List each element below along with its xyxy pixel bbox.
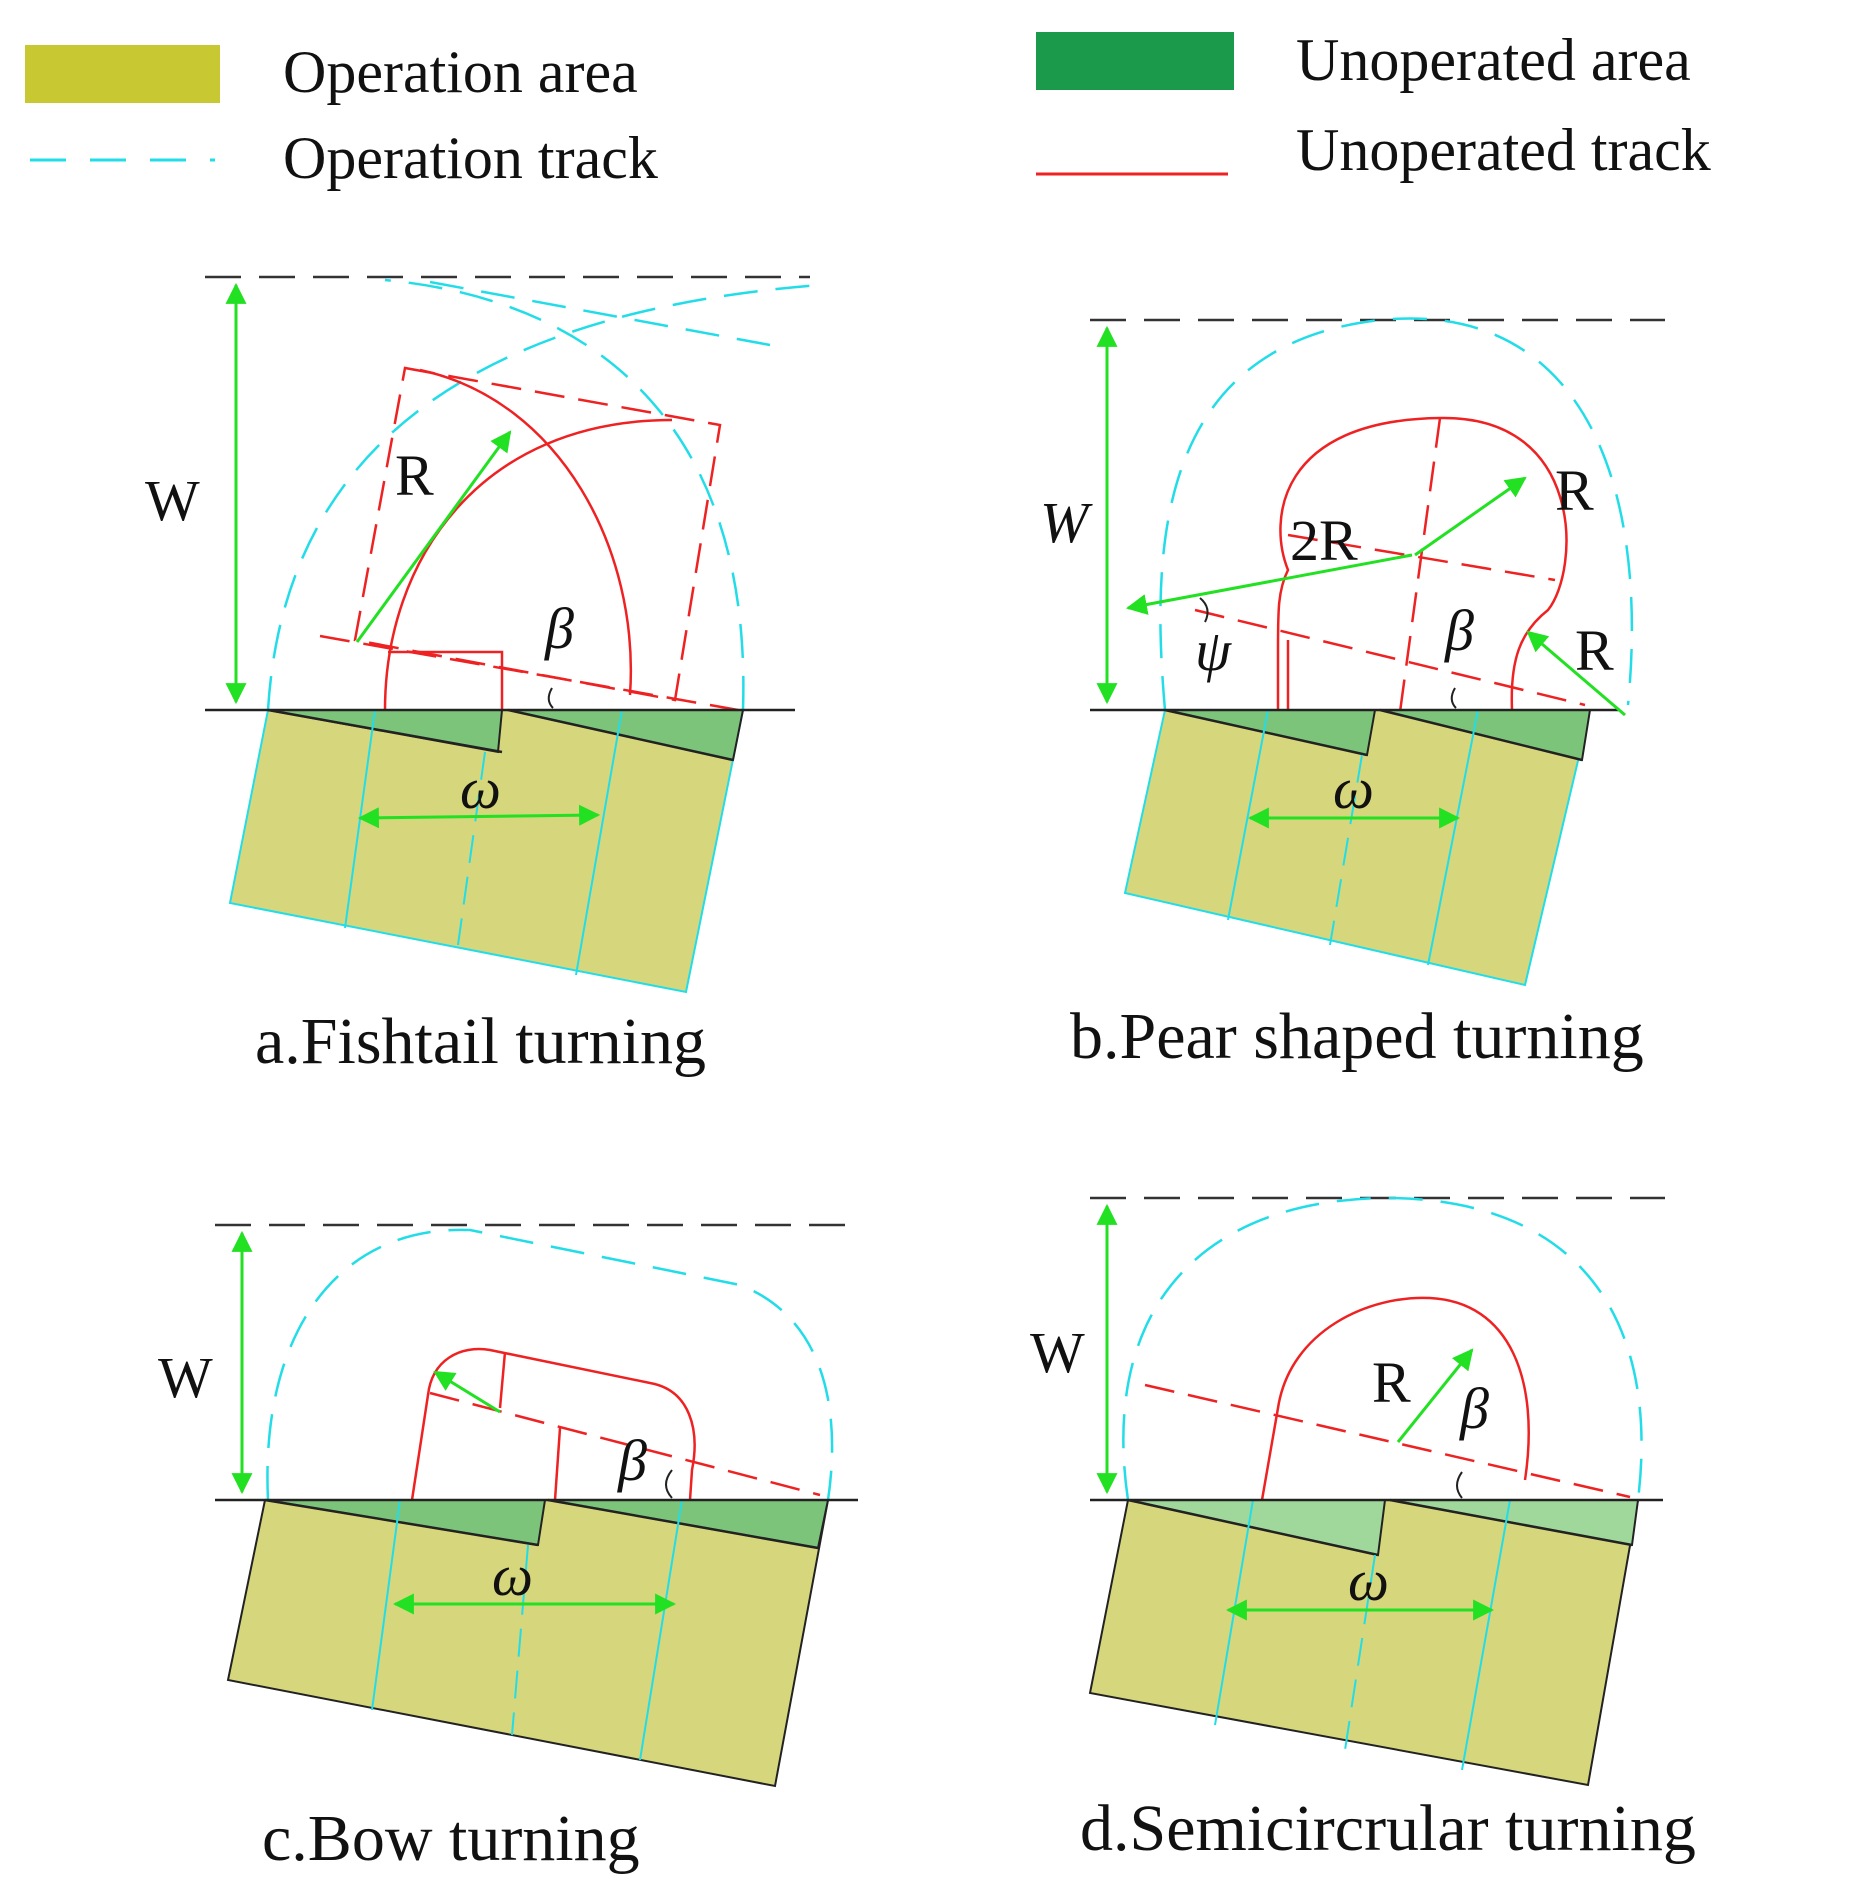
spacing-label: ω [492, 1543, 533, 1608]
angle-mark [1456, 1471, 1463, 1499]
operation-track-centre [511, 1544, 529, 1736]
angle-label: β [1459, 1376, 1489, 1441]
width-label: W [158, 1345, 213, 1410]
double-radius-arrow [1125, 553, 1413, 615]
width-label: W [145, 468, 200, 533]
operation-track-exit [429, 280, 771, 347]
radius-arrow [433, 1370, 501, 1414]
operation-track-strip [1427, 709, 1479, 966]
unoperated-track-turn [419, 368, 633, 696]
radius-label-side: R [1575, 618, 1614, 683]
radius-arrow [355, 430, 512, 643]
field-edge [1164, 708, 1368, 757]
unoperated-track-axis [1398, 417, 1442, 713]
operation-track-centre [1329, 754, 1363, 946]
operation-track-arc [266, 283, 821, 711]
field-edge [507, 708, 734, 762]
operation-track-strip [575, 709, 623, 976]
psi-label: ψ [1195, 618, 1232, 683]
operation-track-arc [384, 278, 745, 711]
side-radius-arrow [1526, 630, 1626, 717]
unoperated-track-headland [319, 634, 739, 712]
unoperated-track-bow [410, 1347, 696, 1501]
radius-label: R [395, 443, 434, 508]
spacing-label: ω [460, 756, 501, 821]
angle-label: β [544, 596, 574, 661]
width-label: W [1030, 1320, 1085, 1385]
legend-unoperated-area-swatch [1036, 32, 1234, 90]
field-edge [264, 1498, 539, 1547]
operation-track-strip [371, 1499, 401, 1711]
field-edge [1379, 708, 1583, 762]
legend-operation-track-label: Operation track [283, 125, 658, 191]
operation-track-arc [1159, 317, 1634, 711]
panel-semicircular: W R β ω d.Semicircrular turning [1030, 1196, 1696, 1865]
unoperated-track-semicircle [1260, 1296, 1530, 1501]
operation-track-centre [457, 751, 486, 946]
operation-area [228, 709, 745, 994]
operation-track-strip [1461, 1499, 1511, 1771]
unoperated-track-rib [498, 1351, 507, 1409]
angle-mark [547, 687, 554, 709]
operation-track-centre [1344, 1554, 1376, 1751]
psi-angle-mark [1199, 597, 1209, 623]
legend-unoperated-area-label: Unoperated area [1296, 27, 1691, 93]
spacing-dimension [357, 804, 601, 829]
unoperated-track-headland [1144, 1383, 1631, 1499]
radius-label: R [1372, 1350, 1411, 1415]
double-radius-label: 2R [1290, 508, 1358, 573]
radius-arrow [1396, 1348, 1474, 1443]
field-edge [547, 1498, 819, 1550]
field-edge [1389, 1498, 1633, 1547]
legend-operation-area-swatch [25, 45, 220, 103]
legend: Operation area Operation track Unoperate… [25, 27, 1711, 191]
unoperated-track-step [553, 1427, 562, 1501]
angle-label: β [617, 1428, 647, 1493]
panel-pear-shaped: W 2R R R β ψ ω b.Pear shaped turning [1040, 317, 1665, 1073]
legend-unoperated-track-label: Unoperated track [1296, 117, 1711, 183]
angle-mark [665, 1469, 673, 1499]
panel-c-caption: c.Bow turning [262, 1802, 640, 1875]
panel-d-caption: d.Semicircrular turning [1080, 1792, 1696, 1865]
legend-operation-area-label: Operation area [283, 39, 638, 105]
spacing-label: ω [1348, 1548, 1389, 1613]
angle-label: β [1444, 598, 1474, 663]
field-edge [1127, 1498, 1379, 1557]
spacing-label: ω [1333, 756, 1374, 821]
radius-arrow [1414, 476, 1527, 557]
unoperated-track-step [388, 650, 504, 710]
field-edge [267, 708, 503, 754]
panel-b-caption: b.Pear shaped turning [1070, 1000, 1644, 1073]
operation-track-arc [1122, 1196, 1643, 1501]
angle-mark [1450, 687, 1457, 709]
radius-label-top: R [1555, 458, 1594, 523]
operation-track-strip [639, 1499, 683, 1761]
operation-track-arc [266, 1228, 834, 1501]
unoperated-track-pear [1276, 416, 1568, 711]
unoperated-track-headland [1194, 608, 1586, 707]
panel-fishtail: W R β ω a.Fishtail turning [145, 275, 821, 1078]
panel-a-caption: a.Fishtail turning [255, 1005, 706, 1078]
panel-bow: W β ω c.Bow turning [158, 1223, 860, 1875]
width-label: W [1040, 490, 1093, 555]
